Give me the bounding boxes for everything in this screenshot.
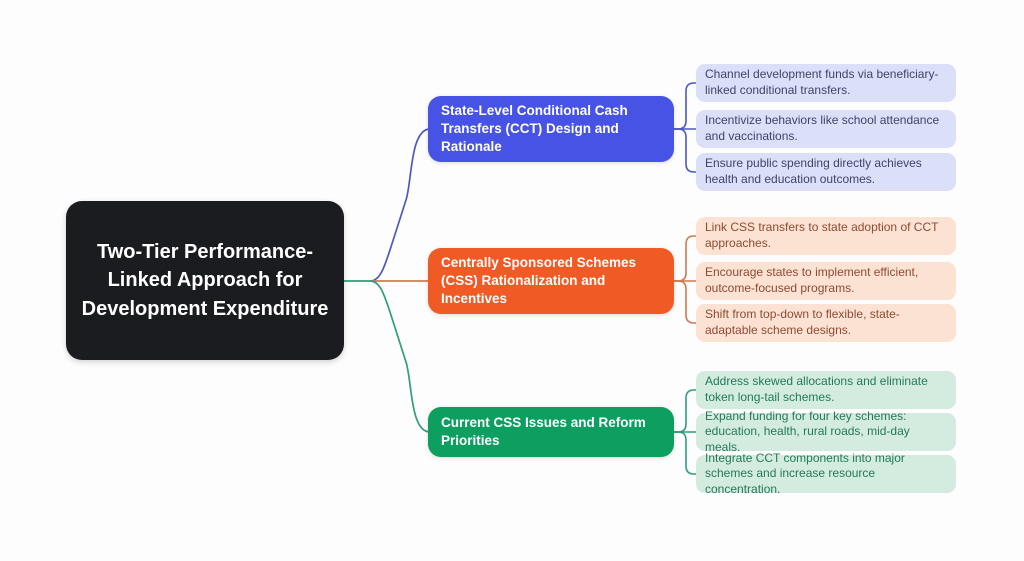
connector-css-issues-leaf-1 xyxy=(674,389,696,433)
connector-cct-leaf-3 xyxy=(674,128,696,173)
leaf-node-label: Expand funding for four key schemes: edu… xyxy=(705,408,910,454)
leaf-node[interactable]: Incentivize behaviors like school attend… xyxy=(696,110,956,148)
connector-css-rationalization-leaf-1 xyxy=(674,235,696,282)
branch-node-cct-design[interactable]: State-Level Conditional Cash Transfers (… xyxy=(428,96,674,162)
leaf-node[interactable]: Channel development funds via beneficiar… xyxy=(696,64,956,102)
branch-node-label: State-Level Conditional Cash Transfers (… xyxy=(441,103,628,154)
branch-node-css-issues[interactable]: Current CSS Issues and Reform Priorities xyxy=(428,407,674,457)
leaf-node[interactable]: Encourage states to implement efficient,… xyxy=(696,262,956,300)
connector-css-rationalization-leaf-3 xyxy=(674,280,696,324)
leaf-node-label: Incentivize behaviors like school attend… xyxy=(705,113,940,143)
connector-cct-leaf-1 xyxy=(674,82,696,130)
connector-css-issues-leaf-3 xyxy=(674,431,696,475)
leaf-node-label: Address skewed allocations and eliminate… xyxy=(705,374,928,404)
connector-root-to-cct-branch xyxy=(369,128,431,282)
branch-node-label: Current CSS Issues and Reform Priorities xyxy=(441,415,646,448)
connector-root-to-css-issues-branch xyxy=(369,280,431,433)
leaf-node[interactable]: Ensure public spending directly achieves… xyxy=(696,153,956,191)
leaf-node[interactable]: Address skewed allocations and eliminate… xyxy=(696,371,956,409)
leaf-node-label: Ensure public spending directly achieves… xyxy=(705,156,922,186)
leaf-node-label: Encourage states to implement efficient,… xyxy=(705,265,919,295)
branch-node-label: Centrally Sponsored Schemes (CSS) Ration… xyxy=(441,255,637,306)
leaf-node-label: Integrate CCT components into major sche… xyxy=(705,450,905,496)
branch-node-css-rationalization[interactable]: Centrally Sponsored Schemes (CSS) Ration… xyxy=(428,248,674,314)
leaf-node-label: Channel development funds via beneficiar… xyxy=(705,67,939,97)
leaf-node-label: Link CSS transfers to state adoption of … xyxy=(705,220,939,250)
root-node[interactable]: Two-Tier Performance-Linked Approach for… xyxy=(66,201,344,360)
leaf-node[interactable]: Expand funding for four key schemes: edu… xyxy=(696,409,956,454)
leaf-node[interactable]: Shift from top-down to flexible, state-a… xyxy=(696,304,956,342)
root-node-label: Two-Tier Performance-Linked Approach for… xyxy=(81,240,329,320)
leaf-node[interactable]: Link CSS transfers to state adoption of … xyxy=(696,217,956,255)
leaf-node[interactable]: Integrate CCT components into major sche… xyxy=(696,451,956,496)
leaf-node-label: Shift from top-down to flexible, state-a… xyxy=(705,307,900,337)
